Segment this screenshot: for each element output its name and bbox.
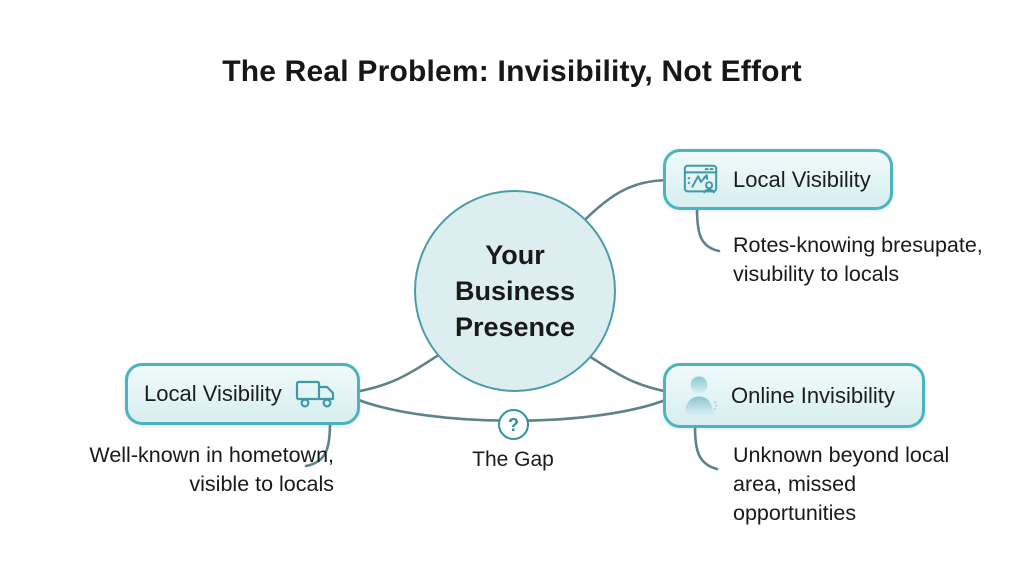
delivery-truck-icon	[295, 377, 339, 411]
central-node-label: Your Business Presence	[454, 240, 576, 342]
node-label: Local Visibility	[144, 381, 282, 406]
node-online-invisibility: Online Invisibility	[663, 363, 925, 428]
diagram-title: The Real Problem: Invisibility, Not Effo…	[222, 55, 802, 88]
central-node: Your Business Presence	[414, 190, 616, 392]
caption-bottom-right: Unknown beyond local area, missed opport…	[733, 443, 950, 525]
browser-profile-icon	[682, 162, 720, 198]
connector-bottom-right-caption	[693, 424, 719, 471]
node-local-visibility-bottom-left: Local Visibility	[125, 363, 360, 425]
connector-top-right-caption	[695, 206, 721, 253]
caption-top-right: Rotes-knowing bresupate, visubility to l…	[733, 233, 983, 286]
connector-bottom-left-caption	[304, 421, 332, 468]
node-label: Local Visibility	[733, 166, 871, 192]
node-label: Online Invisibility	[731, 382, 895, 408]
caption-bottom-left: Well-known in hometown, visible to local…	[89, 443, 334, 496]
question-mark-badge: ?	[498, 409, 529, 440]
connector-circle-to-bottom-left	[353, 347, 450, 394]
gap-label: The Gap	[472, 448, 554, 471]
user-silhouette-icon	[682, 374, 718, 418]
question-mark-icon: ?	[508, 414, 519, 435]
node-local-visibility-top-right: Local Visibility	[663, 149, 893, 210]
